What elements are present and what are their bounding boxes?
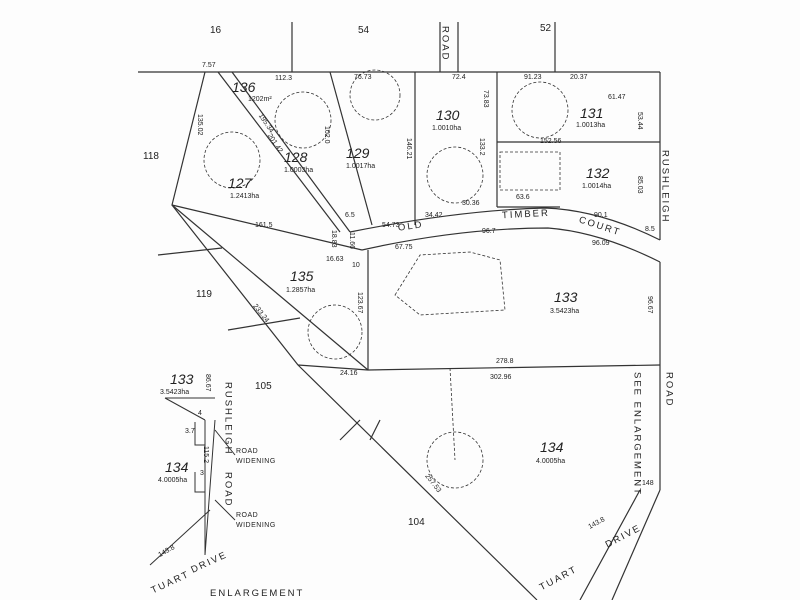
dimension: 34.42 (425, 212, 443, 219)
road-widening-2-line-1: ROAD (236, 512, 259, 519)
dimension: 63.6 (516, 194, 530, 201)
dimension: 96.7 (482, 228, 496, 235)
road-widening-1-line-2: WIDENING (236, 458, 276, 465)
dimension: 8.5 (645, 226, 655, 233)
adjoining-lot-118: 118 (143, 151, 159, 162)
enlargement-lot-134-number: 134 (165, 459, 189, 475)
adjoining-lot-119: 119 (196, 289, 212, 300)
lot-129-number: 129 (346, 145, 370, 161)
dimension: 30.36 (462, 200, 480, 207)
dimension: 90.1 (594, 212, 608, 219)
dimension: 3.7 (185, 428, 195, 435)
lot-130-area: 1.0010ha (432, 125, 462, 132)
dimension: 146.21 (405, 138, 412, 160)
rushleigh-road-label: RUSHLEIGH (659, 150, 671, 224)
dimension: 73.83 (482, 90, 489, 108)
dimension: 6.5 (345, 212, 355, 219)
lot-133-number: 133 (554, 289, 578, 305)
dimension: 133.2 (478, 138, 485, 156)
dimension: 24.16 (340, 370, 358, 377)
enlargement-lot-134-area: 4.0005ha (158, 477, 188, 484)
dimension: 7.57 (202, 62, 216, 69)
lot-131-number: 131 (580, 105, 604, 121)
lot-127-area: 1.2413ha (230, 193, 260, 200)
dimension: 102.0 (323, 126, 330, 144)
timber-label: TIMBER (501, 207, 551, 222)
road-label-right: ROAD (663, 372, 675, 408)
dimension: 91.23 (524, 74, 542, 81)
adjoining-lot-16: 16 (210, 25, 222, 36)
adjoining-lot-52: 52 (540, 23, 552, 34)
adjoining-lot-54: 54 (358, 25, 370, 36)
dimension: 53.44 (636, 112, 643, 130)
lot-136-number: 136 (232, 79, 256, 95)
road-widening-1-line-1: ROAD (236, 448, 259, 455)
enlargement-title: ENLARGEMENT (210, 588, 305, 599)
dimension: 115.2 (202, 446, 209, 463)
road-widening-2-line-2: WIDENING (236, 522, 276, 529)
enlargement-rushleigh-label: RUSHLEIGH (222, 382, 234, 456)
lot-134-area: 4.0005ha (536, 458, 566, 465)
dimension: 85.03 (636, 176, 643, 194)
lot-132-area: 1.0014ha (582, 183, 612, 190)
dimension: 20.37 (570, 74, 588, 81)
dimension: 4 (198, 410, 202, 417)
lot-133-area: 3.5423ha (550, 308, 580, 315)
lot-127-number: 127 (228, 175, 252, 191)
see-enlargement-label: SEE ENLARGEMENT (631, 372, 643, 496)
road-label-top: ROAD (439, 26, 451, 62)
lot-129-area: 1.0017ha (346, 163, 376, 170)
dimension: 61.47 (608, 94, 626, 101)
enlargement-inset-lines (149, 397, 236, 566)
lot-131-area: 1.0013ha (576, 122, 606, 129)
lot-135-area: 1.2857ha (286, 287, 316, 294)
dimension: 54.73 (382, 222, 400, 229)
lot-132-number: 132 (586, 165, 610, 181)
dimension: 148 (642, 480, 654, 487)
court-south-edge (361, 227, 661, 263)
lot-128-number: 128 (284, 149, 308, 165)
dimension: 112.3 (275, 75, 292, 82)
enlargement-lot-133-area: 3.5423ha (160, 389, 190, 396)
dimension: 86.67 (204, 374, 211, 392)
dimension: 161.5 (255, 222, 273, 229)
enlargement-lot-133-number: 133 (170, 371, 194, 387)
lot-136-area: 1202m² (248, 96, 272, 103)
dimension: 3 (200, 470, 204, 477)
dimension: 10 (352, 262, 360, 269)
adjoining-lot-104: 104 (408, 517, 425, 528)
dimension: 302.96 (490, 374, 512, 381)
dimension: 18.83 (330, 230, 337, 248)
dimension: 96.67 (646, 296, 653, 314)
lot-130-number: 130 (436, 107, 460, 123)
dimension: 11.66 (348, 232, 355, 249)
court-north-edge (349, 207, 661, 241)
dimension: 67.75 (395, 244, 413, 251)
dimension: 72.4 (452, 74, 466, 81)
dimension: 152.56 (540, 138, 562, 145)
lot-134-number: 134 (540, 439, 564, 455)
dimension: 96.09 (592, 240, 610, 247)
lot-128-area: 1.0003ha (284, 167, 314, 174)
dimension: 76.73 (354, 74, 372, 81)
enlargement-road-label: ROAD (222, 472, 234, 508)
dimension: 278.8 (496, 358, 514, 365)
dimension: 123.67 (356, 292, 363, 314)
lot-135-number: 135 (290, 268, 314, 284)
dimension: 135.02 (196, 114, 203, 136)
adjoining-lot-105: 105 (255, 381, 272, 392)
north-adjoining-boundaries (291, 22, 556, 72)
dimension: 16.63 (326, 256, 344, 263)
